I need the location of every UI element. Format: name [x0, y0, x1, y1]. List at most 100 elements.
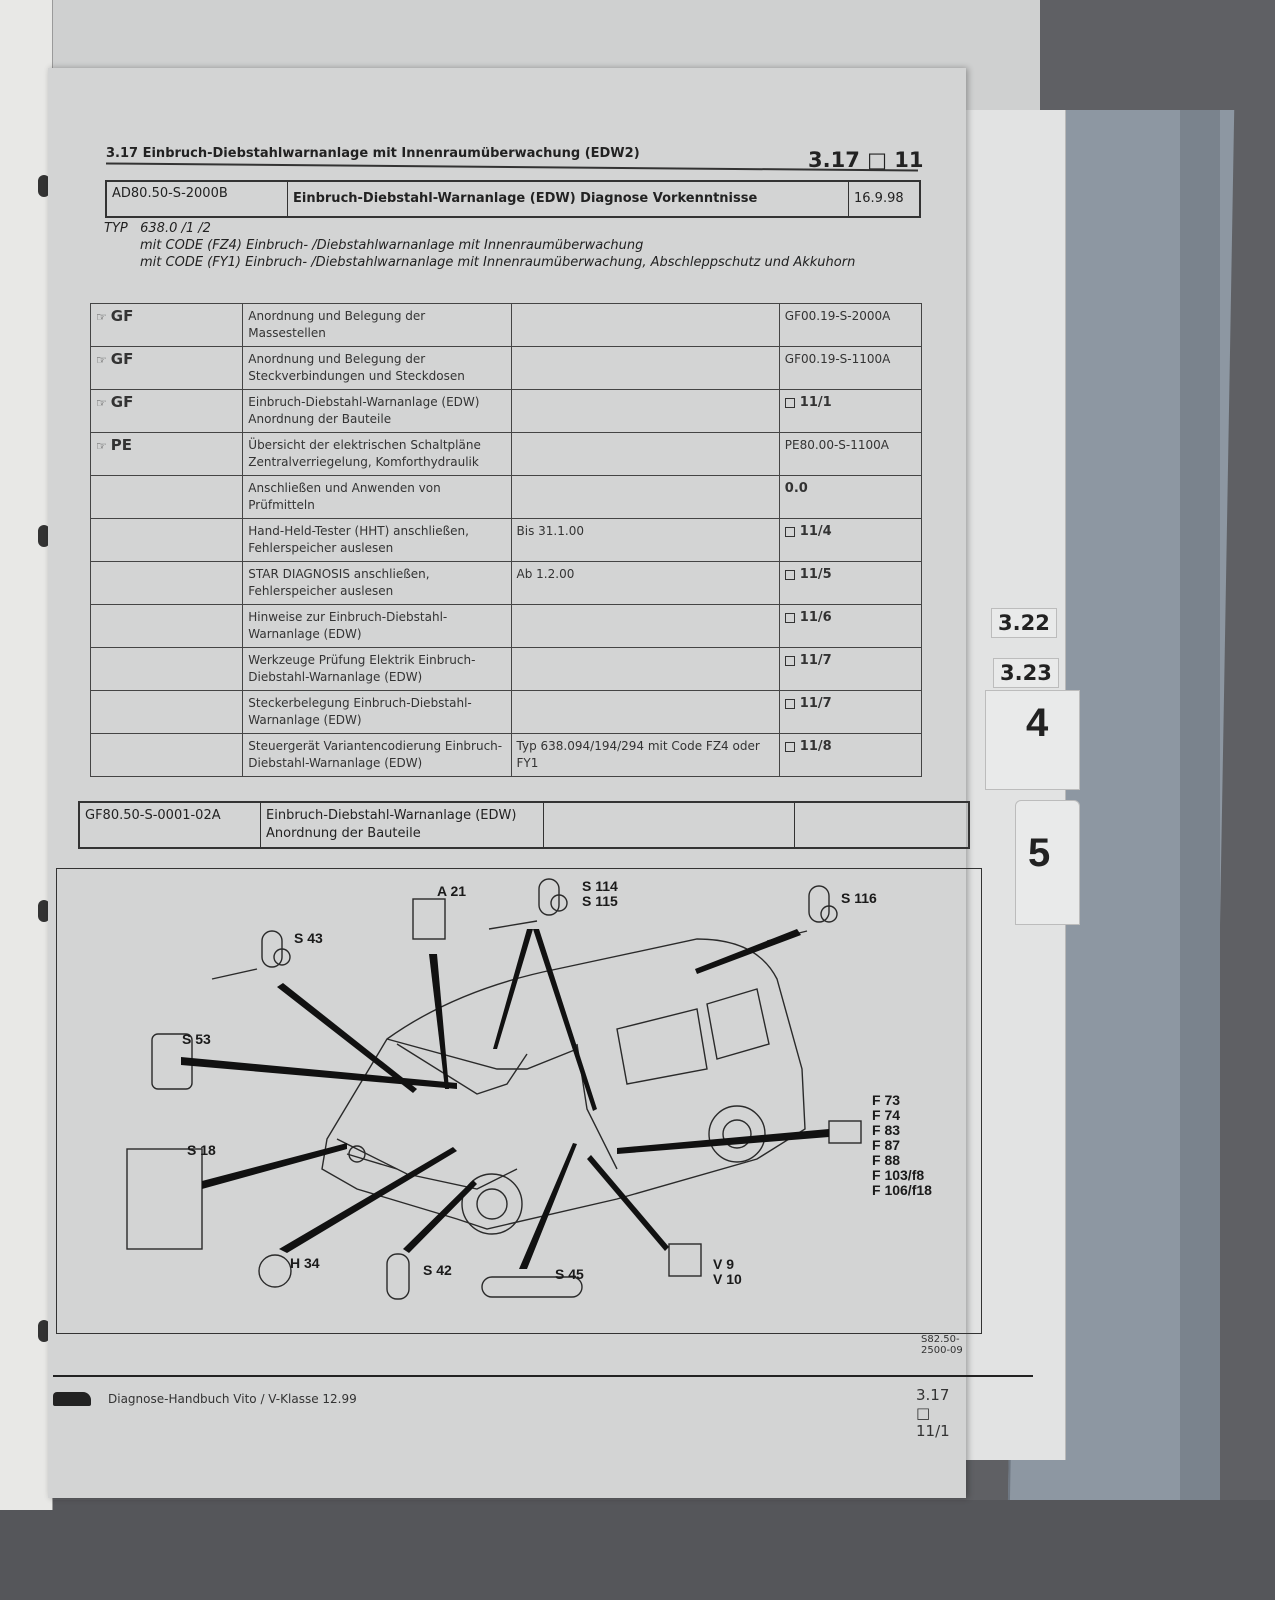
target-cell[interactable]: PE80.00-S-1100A [778, 432, 923, 476]
target-cell[interactable]: 11/5 [778, 561, 923, 605]
description-cell: Einbruch-Diebstahl-Warnanlage (EDW) Anor… [242, 389, 512, 433]
target-cell[interactable]: 11/8 [778, 733, 923, 777]
section-title: 3.17 Einbruch-Diebstahlwarnanlage mit In… [106, 146, 640, 161]
tab-5[interactable]: 5 [1015, 800, 1080, 925]
description-cell: STAR DIAGNOSIS anschließen, Fehlerspeich… [242, 561, 512, 605]
label-fuse: F 103/f8 [872, 1167, 925, 1183]
doc2-empty [795, 803, 968, 847]
description-cell: Übersicht der elektrischen Schaltpläne Z… [242, 432, 512, 476]
label-s18: S 18 [187, 1142, 216, 1158]
document-header-box: AD80.50-S-2000B Einbruch-Diebstahl-Warna… [105, 180, 921, 218]
punch-hole [38, 175, 50, 197]
section-square-icon [784, 397, 795, 408]
section-square-icon [784, 612, 795, 623]
section-square-icon [784, 698, 795, 709]
description-cell: Hinweise zur Einbruch-Diebstahl-Warnanla… [242, 604, 512, 648]
footer-text: Diagnose-Handbuch Vito / V-Klasse 12.99 [108, 1392, 357, 1406]
ref-type-cell [89, 561, 244, 605]
description-cell: Anschließen und Anwenden von Prüfmitteln [242, 475, 512, 519]
note-cell [510, 389, 780, 433]
target-ref: 11/7 [799, 653, 832, 668]
target-cell[interactable]: 11/1 [778, 389, 923, 433]
label-s115: S 115 [582, 893, 618, 909]
target-cell[interactable]: 11/6 [778, 604, 923, 648]
tab-3-22[interactable]: 3.22 [991, 608, 1057, 638]
typ-line: mit CODE (FZ4) Einbruch- /Diebstahlwarna… [140, 238, 644, 253]
label-v9: V 9 [713, 1256, 735, 1272]
doc2-title: Einbruch-Diebstahl-Warnanlage (EDW) Anor… [261, 803, 544, 847]
component-location-diagram: A 21 S 114 S 115 S 116 S 43 S 53 S 18 H … [56, 868, 982, 1334]
doc-date: 16.9.98 [854, 191, 904, 206]
tab-4[interactable]: 4 [985, 690, 1080, 790]
typ-line: mit CODE (FY1) Einbruch- /Diebstahlwarna… [140, 255, 856, 270]
table-row: Hand-Held-Tester (HHT) anschließen, Fehl… [89, 518, 923, 562]
description-cell: Anordnung und Belegung der Massestellen [242, 303, 512, 347]
ref-type-cell [89, 518, 244, 562]
label-s53: S 53 [182, 1031, 211, 1047]
label-v10: V 10 [713, 1271, 742, 1287]
description-cell: Steckerbelegung Einbruch-Diebstahl-Warna… [242, 690, 512, 734]
ref-type-cell [89, 604, 244, 648]
table-row: STAR DIAGNOSIS anschließen, Fehlerspeich… [89, 561, 923, 605]
target-ref: GF00.19-S-1100A [784, 352, 891, 366]
doc2-code: GF80.50-S-0001-02A [80, 803, 261, 847]
note-cell: Typ 638.094/194/294 mit Code FZ4 oder FY… [510, 733, 780, 777]
pointing-hand-icon: ☞ [96, 396, 107, 410]
doc-code: AD80.50-S-2000B [107, 182, 288, 216]
target-cell[interactable]: 11/7 [778, 647, 923, 691]
label-s114: S 114 [582, 878, 618, 894]
section-square-icon [784, 569, 795, 580]
ref-type-cell: ☞PE [89, 432, 244, 476]
ref-type-cell: ☞GF [89, 303, 244, 347]
target-ref: PE80.00-S-1100A [784, 438, 889, 452]
target-cell[interactable]: 11/4 [778, 518, 923, 562]
target-ref: 11/5 [799, 567, 832, 582]
label-fuse: F 87 [872, 1137, 901, 1153]
label-s45: S 45 [555, 1266, 584, 1282]
description-cell: Steuergerät Variantencodierung Einbruch-… [242, 733, 512, 777]
note-cell: Ab 1.2.00 [510, 561, 780, 605]
table-row: Hinweise zur Einbruch-Diebstahl-Warnanla… [89, 604, 923, 648]
target-ref: 11/4 [799, 524, 832, 539]
ref-type: GF [110, 307, 134, 325]
divider-tabs: 3.22 3.23 4 5 [955, 110, 1080, 1460]
pointing-hand-icon: ☞ [96, 439, 107, 453]
label-fuse: F 88 [872, 1152, 901, 1168]
ref-type: PE [110, 436, 133, 454]
target-cell[interactable]: 0.0 [778, 475, 923, 519]
manual-page: 3.17 Einbruch-Diebstahlwarnanlage mit In… [48, 68, 1033, 1498]
target-cell[interactable]: GF00.19-S-1100A [778, 346, 923, 390]
doc2-empty [544, 803, 795, 847]
footer-page: 3.17 □ 11/1 [916, 1386, 950, 1440]
note-cell: Bis 31.1.00 [510, 518, 780, 562]
target-cell[interactable]: GF00.19-S-2000A [778, 303, 923, 347]
table-row: Werkzeuge Prüfung Elektrik Einbruch-Dieb… [89, 647, 923, 691]
ref-type-cell [89, 733, 244, 777]
note-cell [510, 346, 780, 390]
note-cell [510, 647, 780, 691]
van-logo-icon [53, 1392, 91, 1406]
ref-type-cell [89, 690, 244, 734]
van-illustration [126, 878, 862, 1300]
target-ref: 11/7 [799, 696, 832, 711]
left-page-edge [0, 0, 53, 1510]
label-fuse: F 73 [872, 1092, 901, 1108]
label-a21: A 21 [437, 883, 467, 899]
ref-type-cell: ☞GF [89, 389, 244, 433]
figure-reference: S82.50-2500-09 [921, 1334, 963, 1356]
table-row: Anschließen und Anwenden von Prüfmitteln… [89, 475, 923, 519]
section-square-icon [784, 655, 795, 666]
typ-value: 638.0 /1 /2 [140, 221, 211, 236]
label-h34: H 34 [290, 1255, 320, 1271]
punch-hole [38, 525, 50, 547]
punch-hole [38, 1320, 50, 1342]
label-fuse: F 106/f18 [872, 1182, 932, 1198]
target-ref: 11/6 [799, 610, 832, 625]
tab-3-23[interactable]: 3.23 [993, 658, 1059, 688]
type-applicability: TYP 638.0 /1 /2 mit CODE (FZ4) Einbruch-… [104, 220, 855, 271]
description-cell: Werkzeuge Prüfung Elektrik Einbruch-Dieb… [242, 647, 512, 691]
target-cell[interactable]: 11/7 [778, 690, 923, 734]
